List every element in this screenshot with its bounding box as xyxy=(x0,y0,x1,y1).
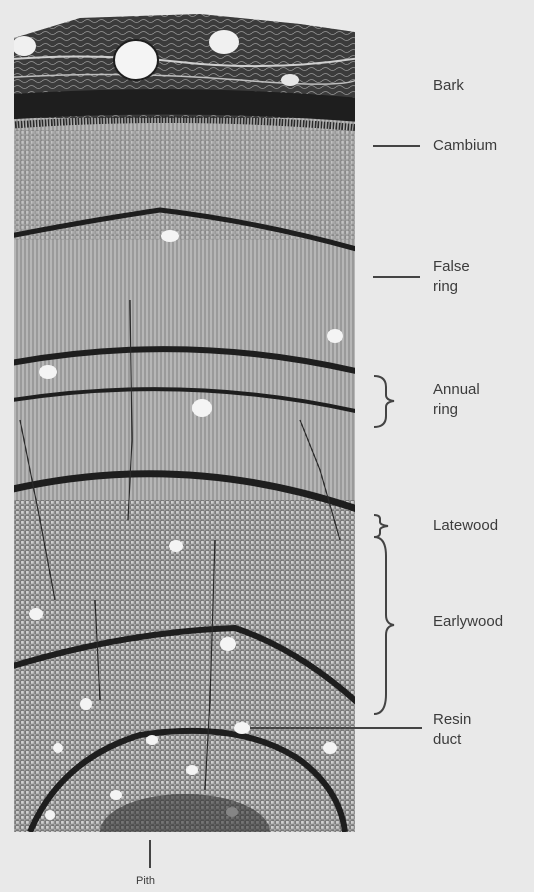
label-bark: Bark xyxy=(433,76,464,96)
label-resin-duct: Resin duct xyxy=(433,710,471,750)
label-false-ring: False ring xyxy=(433,257,470,297)
wood-section-strip xyxy=(0,0,360,870)
latewood-bracket xyxy=(374,515,388,537)
pith-region xyxy=(100,794,270,870)
label-annual-ring: Annual ring xyxy=(433,380,480,420)
earlywood-bracket xyxy=(374,537,394,714)
label-pith: Pith xyxy=(136,874,155,888)
bark-layer xyxy=(0,0,360,122)
label-latewood: Latewood xyxy=(433,516,498,536)
label-earlywood: Earlywood xyxy=(433,612,503,632)
label-cambium: Cambium xyxy=(433,136,497,156)
annual-ring-bracket xyxy=(374,376,394,427)
